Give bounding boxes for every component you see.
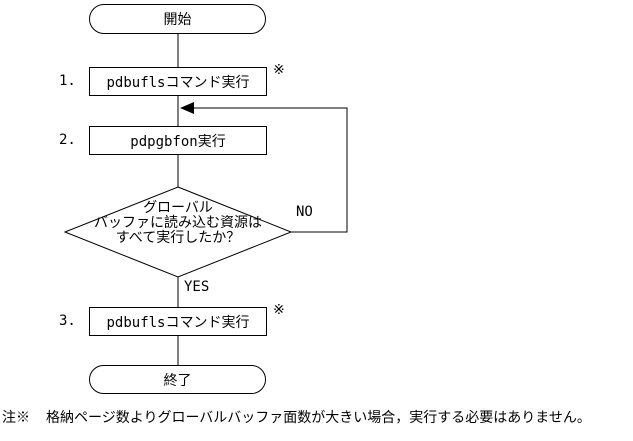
decision-diamond-shape <box>63 186 293 278</box>
step1-box: pdbuflsコマンド実行 <box>89 67 267 96</box>
loop-arrowhead-icon <box>180 102 194 114</box>
step2-label: pdpgbfon実行 <box>130 133 226 150</box>
step2-number: 2. <box>59 132 76 148</box>
decision-text: グローバル バッファに読み込む資源は すべて実行したか？ <box>64 201 292 246</box>
footnote: 注※ 格納ページ数よりグローバルバッファ面数が大きい場合，実行する必要はありませ… <box>2 410 591 426</box>
step3-reference-mark: ※ <box>273 302 285 318</box>
step3-label: pdbuflsコマンド実行 <box>106 314 250 331</box>
yes-branch-label: YES <box>184 279 210 295</box>
footnote-text: 格納ページ数よりグローバルバッファ面数が大きい場合，実行する必要はありません。 <box>46 410 591 426</box>
end-terminal-label: 終了 <box>163 372 192 389</box>
no-branch-label: NO <box>296 204 313 220</box>
footnote-marker: 注※ <box>2 410 30 426</box>
end-terminal: 終了 <box>89 365 266 394</box>
step1-reference-mark: ※ <box>273 62 285 78</box>
start-terminal-label: 開始 <box>163 12 192 28</box>
decision-line1: グローバル <box>143 200 213 216</box>
step1-number: 1. <box>59 73 76 89</box>
step3-number: 3. <box>59 313 76 329</box>
step1-label: pdbuflsコマンド実行 <box>106 74 250 91</box>
step3-box: pdbuflsコマンド実行 <box>89 307 267 336</box>
decision-line3: すべて実行したか？ <box>115 230 241 246</box>
decision-line2: バッファに読み込む資源は <box>94 215 262 231</box>
start-terminal: 開始 <box>89 4 266 34</box>
step2-box: pdpgbfon実行 <box>89 126 267 155</box>
no-loop-line <box>192 107 348 233</box>
